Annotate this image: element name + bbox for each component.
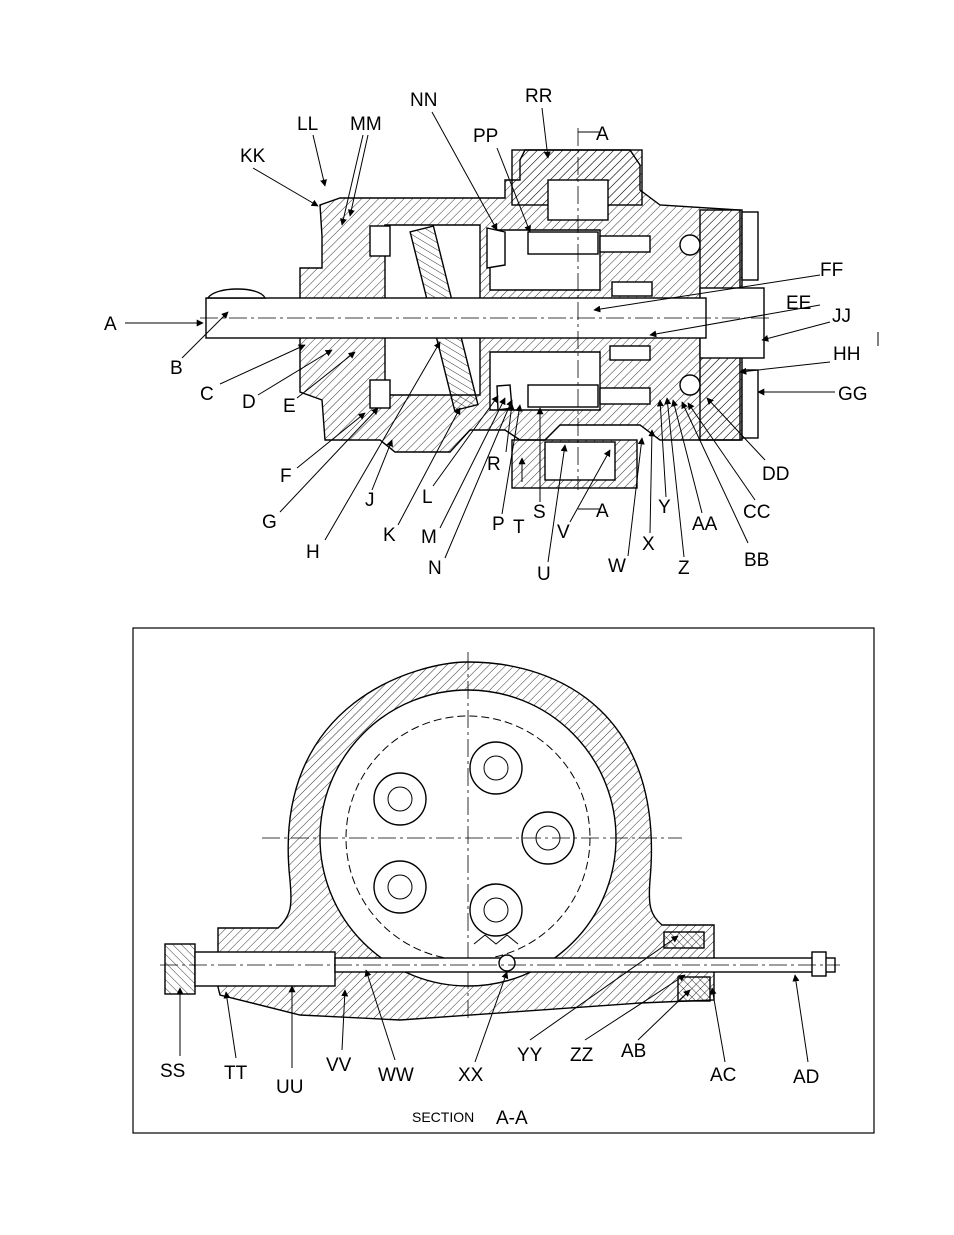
label-uu: UU [276, 1077, 303, 1098]
label-e: E [283, 396, 296, 417]
label-ac: AC [710, 1065, 736, 1086]
label-ll: LL [297, 114, 318, 135]
section-mark-top: A [596, 124, 609, 145]
label-ss: SS [160, 1061, 185, 1082]
label-hh: HH [833, 344, 860, 365]
label-vv: VV [326, 1055, 352, 1076]
label-g: G [262, 512, 277, 533]
label-bb: BB [744, 550, 769, 571]
label-d: D [242, 392, 256, 413]
section-caption: SECTION A-A [412, 1108, 528, 1129]
longitudinal-section-view: A A [200, 124, 770, 522]
label-x: X [642, 534, 655, 555]
label-nn: NN [410, 90, 437, 111]
label-z: Z [678, 558, 690, 579]
label-ee: EE [786, 293, 811, 314]
label-aa: AA [692, 514, 718, 535]
label-xx: XX [458, 1065, 484, 1086]
section-a-a-view [160, 652, 840, 1022]
label-r: R [487, 454, 501, 475]
section-labels: SS TT UU VV WW XX YY ZZ AB AC AD [160, 1041, 819, 1098]
label-a: A [104, 314, 117, 335]
label-gg: GG [838, 384, 868, 405]
label-t: T [513, 517, 525, 538]
label-yy: YY [517, 1045, 543, 1066]
label-pp: PP [473, 126, 498, 147]
label-ff: FF [820, 260, 843, 281]
label-ab: AB [621, 1041, 646, 1062]
label-jj: JJ [832, 306, 851, 327]
label-dd: DD [762, 464, 789, 485]
label-ww: WW [378, 1065, 414, 1086]
label-m: M [421, 527, 437, 548]
label-rr: RR [525, 86, 552, 107]
label-f: F [280, 466, 292, 487]
label-l: L [422, 487, 433, 508]
label-tt: TT [224, 1063, 248, 1084]
label-n: N [428, 558, 442, 579]
label-y: Y [658, 497, 671, 518]
section-caption-mark: A-A [496, 1108, 528, 1129]
label-kk: KK [240, 146, 266, 167]
label-ad: AD [793, 1067, 819, 1088]
section-caption-word: SECTION [412, 1109, 474, 1125]
label-c: C [200, 384, 214, 405]
label-w: W [608, 556, 626, 577]
label-k: K [383, 525, 396, 546]
label-cc: CC [743, 502, 770, 523]
label-p: P [492, 514, 505, 535]
label-b: B [170, 358, 183, 379]
label-v: V [557, 522, 570, 543]
label-s: S [533, 502, 546, 523]
label-zz: ZZ [570, 1045, 594, 1066]
label-u: U [537, 564, 551, 585]
section-mark-bottom: A [596, 501, 609, 522]
label-j: J [365, 490, 375, 511]
label-h: H [306, 542, 320, 563]
label-mm: MM [350, 114, 382, 135]
